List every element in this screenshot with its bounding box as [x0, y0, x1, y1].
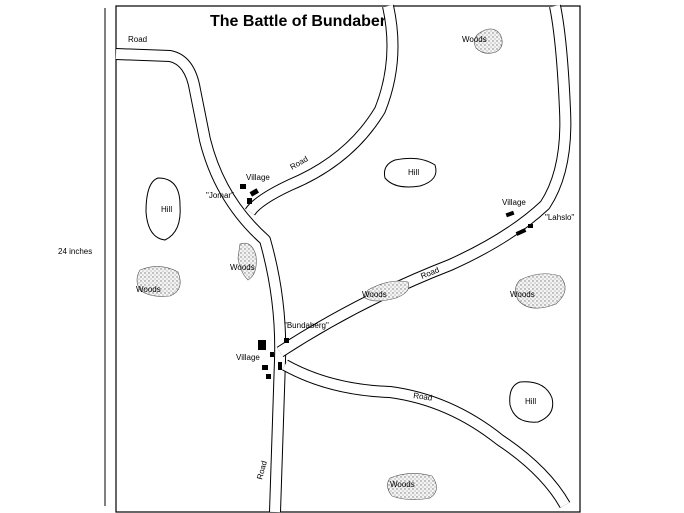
woods-west — [136, 266, 181, 297]
label-woods-west: Woods — [136, 285, 161, 294]
hill-west — [145, 177, 181, 241]
label-lahslo: "Lahslo" — [545, 213, 574, 222]
woods-top-right — [474, 28, 503, 54]
woods-south — [387, 473, 437, 500]
hill-southeast — [509, 381, 554, 423]
label-woods-center: Woods — [362, 290, 387, 299]
label-road-north: Road — [289, 154, 310, 171]
scale-label: 24 inches — [58, 247, 92, 256]
label-bundaberg: "Bundaberg" — [284, 321, 329, 330]
label-hill-center: Hill — [408, 168, 419, 177]
woods-center-left — [237, 242, 257, 281]
woods-east — [515, 273, 566, 309]
label-hill-southeast: Hill — [525, 397, 536, 406]
map-title: The Battle of Bundaberg — [210, 13, 396, 30]
label-village-lahslo: Village — [502, 198, 526, 207]
label-woods-center-left: Woods — [230, 263, 255, 272]
woods-center — [364, 280, 410, 302]
label-jomar: "Jomar" — [206, 191, 234, 200]
label-woods-east: Woods — [510, 290, 535, 299]
label-road-south: Road — [255, 460, 269, 481]
bundaberg-buildings — [258, 338, 289, 379]
lahslo-buildings — [505, 210, 533, 236]
label-hill-west: Hill — [161, 205, 172, 214]
label-village-bundaberg: Village — [236, 353, 260, 362]
jomar-buildings — [240, 184, 259, 204]
label-road-top-left: Road — [128, 35, 147, 44]
label-woods-top-right: Woods — [462, 35, 487, 44]
map-border — [115, 5, 581, 513]
label-woods-south: Woods — [390, 480, 415, 489]
hill-center — [384, 157, 437, 188]
label-village-jomar: Village — [246, 173, 270, 182]
label-road-southeast: Road — [413, 391, 433, 403]
roads — [115, 4, 572, 513]
